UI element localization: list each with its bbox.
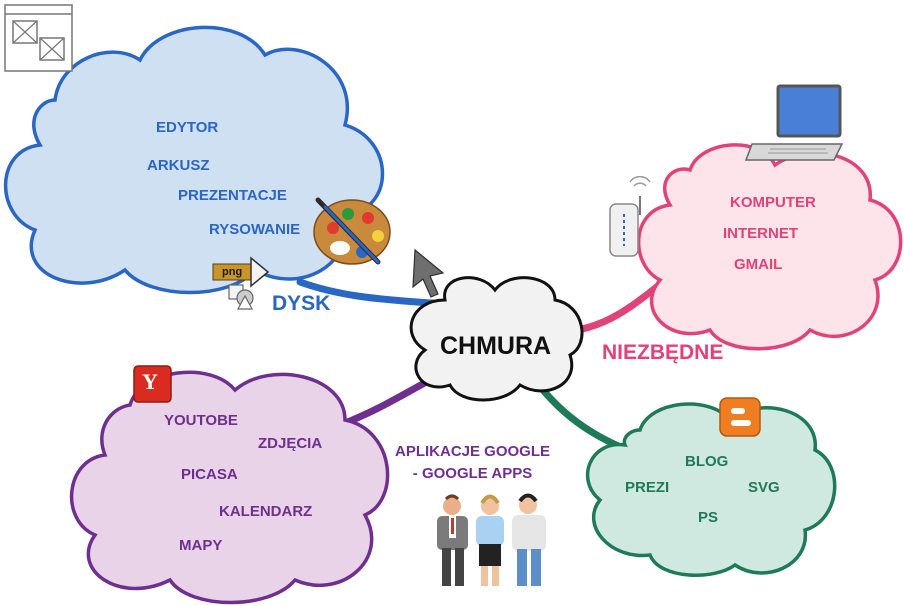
blogger-icon <box>719 397 761 437</box>
google-item-kalendarz: KALENDARZ <box>219 503 313 520</box>
google-item-picasa: PICASA <box>181 466 238 483</box>
window-placeholder-icon <box>4 4 73 72</box>
youtube-badge-letter: Y <box>142 369 158 394</box>
niezbedne-item-komputer: KOMPUTER <box>730 194 816 211</box>
dysk-item-edytor: EDYTOR <box>156 119 219 136</box>
google-item-mapy: MAPY <box>179 537 223 554</box>
people-group-icon <box>437 493 546 586</box>
cloud-niezbedne <box>637 143 903 351</box>
other-item-ps: PS <box>698 509 719 526</box>
cursor-arrow-icon <box>412 248 445 298</box>
png-file-icon <box>212 256 270 288</box>
branch-label-google-apps-line2: - GOOGLE APPS <box>412 464 533 482</box>
png-tag-label: png <box>222 266 243 278</box>
dysk-item-prezentacje: PREZENTACJE <box>178 187 287 204</box>
other-item-prezi: PREZI <box>625 479 670 496</box>
branch-label-google-apps-line1: APLIKACJE GOOGLE <box>395 443 551 460</box>
center-title: CHMURA <box>440 332 552 360</box>
branch-label-dysk: DYSK <box>272 292 331 315</box>
other-item-blog: BLOG <box>685 453 729 470</box>
cloud-google-apps <box>69 370 390 605</box>
dysk-item-rysowanie: RYSOWANIE <box>209 221 301 238</box>
dysk-item-arkusz: ARKUSZ <box>147 157 210 174</box>
niezbedne-item-gmail: GMAIL <box>734 256 783 273</box>
palette-icon <box>313 197 391 265</box>
google-item-youtobe: YOUTOBE <box>164 412 238 429</box>
niezbedne-item-internet: INTERNET <box>723 225 798 242</box>
branch-label-google-apps: APLIKACJE GOOGLE - GOOGLE APPS <box>395 441 550 485</box>
shapes-icon <box>228 284 254 310</box>
laptop-icon <box>744 84 844 161</box>
google-item-zdjecia: ZDJĘCIA <box>258 435 323 452</box>
other-item-svg: SVG <box>748 479 780 496</box>
cloud-center <box>409 276 584 402</box>
youtube-badge-icon <box>133 365 172 403</box>
wifi-router-icon <box>609 175 651 257</box>
branch-label-niezbedne: NIEZBĘDNE <box>602 341 724 364</box>
